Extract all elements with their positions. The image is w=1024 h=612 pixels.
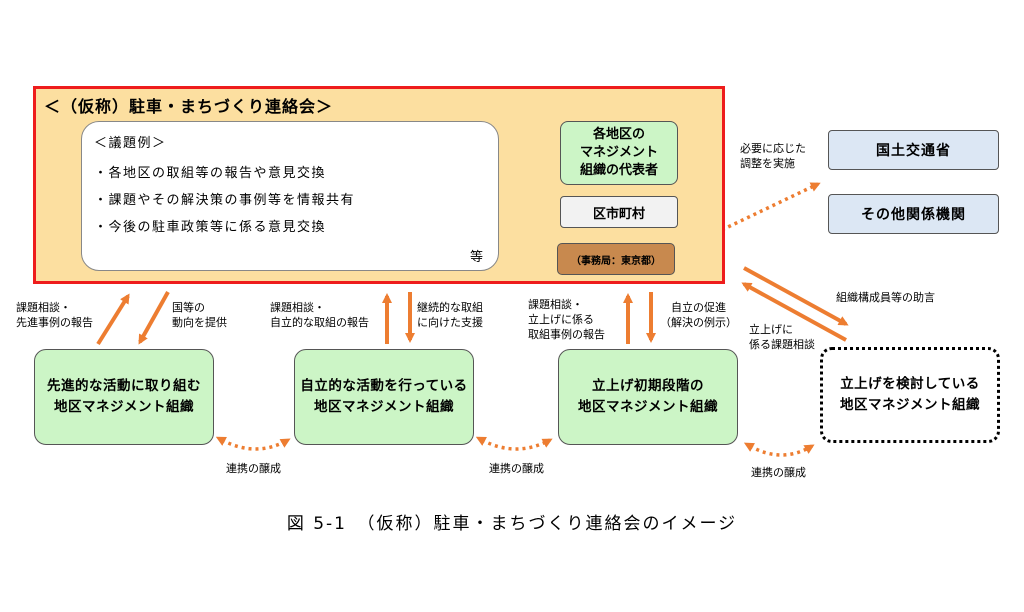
coordination-label: 必要に応じた 調整を実施 <box>740 142 806 170</box>
arrow-advanced-down <box>138 291 170 345</box>
other-agencies-box: その他関係機関 <box>828 194 999 234</box>
org-advanced: 先進的な活動に取り組む 地区マネジメント組織 <box>34 349 214 445</box>
agenda-etc: 等 <box>470 250 485 265</box>
label-cooperation: 連携の醸成 <box>226 462 281 475</box>
arrow-cooperation-3 <box>743 442 815 457</box>
label-considering-up: 立上げに 係る課題相談 <box>749 323 815 351</box>
label-autonomous-up: 課題相談・ 自立的な取組の報告 <box>270 301 369 329</box>
mlit-box: 国土交通省 <box>828 130 999 170</box>
arrow-cooperation-2 <box>475 436 553 451</box>
org-considering: 立上げを検討している 地区マネジメント組織 <box>820 347 1000 443</box>
agenda-item: ・今後の駐車政策等に係る意見交換 <box>94 220 327 235</box>
municipality-box: 区市町村 <box>560 196 678 228</box>
label-cooperation: 連携の醸成 <box>489 462 544 475</box>
label-startup-down: 自立の促進 （解決の例示） <box>660 301 737 329</box>
figure-caption: 図 5-1 （仮称）駐車・まちづくり連絡会のイメージ <box>286 514 738 534</box>
label-advanced-down: 国等の 動向を提供 <box>172 301 227 329</box>
label-startup-up: 課題相談・ 立上げに係る 取組事例の報告 <box>528 298 605 341</box>
council-title: ＜（仮称）駐車・まちづくり連絡会＞ <box>44 97 334 116</box>
arrow-advanced-up <box>96 293 130 346</box>
agenda-heading: ＜議題例＞ <box>94 136 167 151</box>
label-advanced-up: 課題相談・ 先進事例の報告 <box>16 301 93 329</box>
label-considering-down: 組織構成員等の助言 <box>836 291 935 304</box>
secretariat-box: （事務局：東京都） <box>557 243 675 275</box>
arrow-considering-up <box>741 282 847 342</box>
arrow-considering-down <box>743 266 849 326</box>
label-autonomous-down: 継続的な取組 に向けた支援 <box>417 301 483 329</box>
org-autonomous: 自立的な活動を行っている 地区マネジメント組織 <box>294 349 474 445</box>
org-startup: 立上げ初期段階の 地区マネジメント組織 <box>558 349 738 445</box>
agenda-item: ・各地区の取組等の報告や意見交換 <box>94 166 327 181</box>
label-cooperation: 連携の醸成 <box>751 466 806 479</box>
arrow-cooperation-1 <box>215 436 291 451</box>
representatives-box: 各地区の マネジメント 組織の代表者 <box>560 121 678 185</box>
agenda-panel: ＜議題例＞ ・各地区の取組等の報告や意見交換 ・課題やその解決策の事例等を情報共… <box>81 121 499 271</box>
agenda-item: ・課題やその解決策の事例等を情報共有 <box>94 193 356 208</box>
